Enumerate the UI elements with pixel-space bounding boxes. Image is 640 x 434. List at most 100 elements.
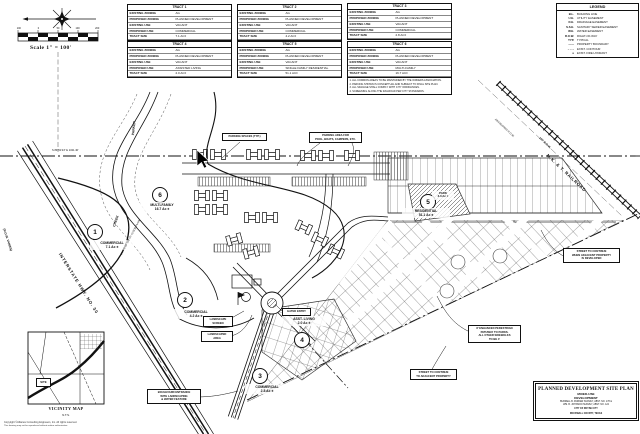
tract-circle-1: 1 (87, 224, 103, 240)
legend-row: – – –EXIST. CONTOUR (567, 46, 601, 51)
vicinity-site-label: SITE (36, 378, 51, 387)
callout-line: LANDSCAPED (207, 333, 227, 336)
copyright-note: Copyright ©Alliance Consulting Engineers… (4, 421, 77, 428)
note-line: 2. PARKING SHOWN IS CONCEPTUAL AND SUBJE… (349, 82, 439, 86)
vicinity-map-title: VICINITY MAP (48, 406, 84, 411)
tract-table-title: TRACT 6 (348, 42, 451, 49)
note-line: 3. ALL SIGNAGE SHALL COMPLY WITH CITY OR… (349, 86, 420, 90)
tract-table-title: TRACT 2 (238, 5, 341, 12)
tract-table-title: TRACT 5 (238, 42, 341, 49)
boundary-bearing-label: S 89°51'24" E 1321.40' (52, 149, 79, 152)
scale-tick: 50 (56, 27, 60, 30)
callout-line: PATHWAY TO PARKS. (480, 330, 509, 334)
north-arrow-icon (22, 8, 96, 30)
callout-line: & WATER FEATURE (161, 398, 187, 401)
tract-table-notes: 1. ALL COMMON AREAS TO BE MAINTAINED BY … (348, 77, 451, 94)
callout-landscape-screen: LANDSCAPE SCREEN (203, 316, 233, 327)
legend-row: W.E.WATER EASEMENT (568, 29, 603, 34)
callout-leaders (195, 141, 566, 398)
legend-row: TYP.TYPICAL (568, 37, 589, 42)
tract-circle-6: 6 (152, 187, 168, 203)
parking-rows (197, 151, 409, 253)
callout-line: STREET TO CONTINUE (418, 371, 449, 374)
scale-tick: 0 (37, 27, 40, 30)
callout-line: TO ADJACENT PROPERTY (416, 374, 451, 378)
tract-table-title: TRACT 4 (128, 42, 231, 49)
callout-line: IS DEVELOPED (581, 257, 602, 260)
scale-tick: 200 (95, 27, 100, 30)
mouse-cursor (196, 149, 210, 169)
tract-boundary-curves (55, 91, 349, 389)
entry-flag-icon (237, 292, 245, 305)
copyright-line-2: This drawing may not be reproduced witho… (4, 424, 68, 427)
note-line: 4. SCREENING ALONG THE RAILROAD PER CITY… (349, 89, 425, 93)
callout-line: BOULEVARD ENTRANCE (157, 391, 191, 394)
callout-line: AREA (213, 336, 221, 340)
tract-circle-4: 4 (294, 332, 310, 348)
legend-row: ——PROPERTY BOUNDARY (568, 42, 609, 47)
roundabout (227, 215, 389, 420)
legend-row: D.E.DRAINAGE EASEMENT (568, 20, 608, 25)
callout-line: ALL OTHER SIDEWALKS (478, 334, 511, 337)
note-line: 1. ALL COMMON AREAS TO BE MAINTAINED BY … (349, 79, 442, 83)
callout-line: PARKING AREA FOR (322, 134, 349, 137)
sheet-title: PLANNED DEVELOPMENT SITE PLAN (538, 386, 634, 392)
callout-line: STREET TO CONTINUE (576, 250, 607, 253)
legend-row: S.S.E.SANITARY SEWER EASEMENT (566, 24, 618, 29)
copyright-line-1: Copyright ©Alliance Consulting Engineers… (4, 421, 78, 424)
tract-table-title: TRACT 3 (348, 4, 451, 11)
scale-tick: 100 (16, 27, 21, 30)
survey-line-2: WM. B. JOHNSON SURVEY, ABST. NO. 124 (563, 404, 609, 407)
southeast-boundary-line (246, 212, 640, 401)
scale-label: Scale 1" = 100' (30, 45, 72, 51)
callout-parking-typ: PARKING SPACES (TYP.) (222, 133, 267, 141)
scale-bar (17, 30, 99, 42)
legend-row: B.L.BUILDING LINE (568, 11, 598, 16)
city-line: CITY OF ROYSE CITY (574, 408, 598, 411)
